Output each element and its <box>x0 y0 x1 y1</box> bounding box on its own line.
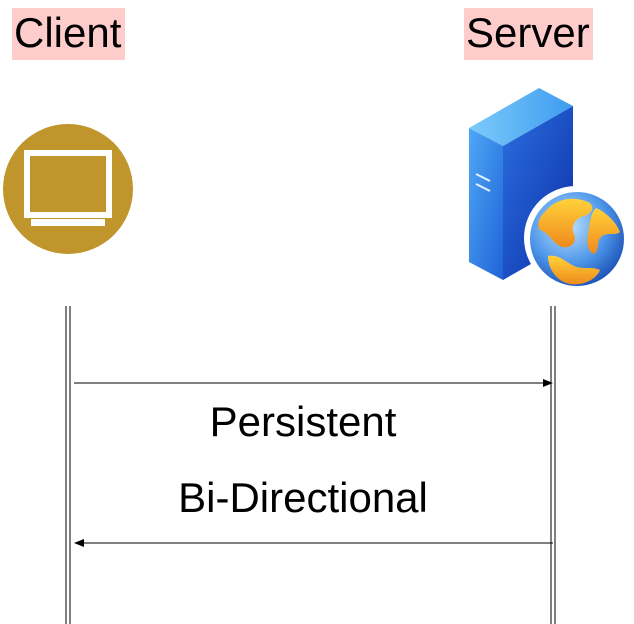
client-label-background <box>12 8 125 60</box>
server-globe-icon <box>469 88 628 290</box>
server-label-background <box>464 8 593 60</box>
monitor-icon <box>3 124 133 254</box>
server-label: Server <box>466 9 590 56</box>
connection-bidirectional-label: Bi-Directional <box>178 474 428 521</box>
client-lifeline <box>65 306 71 624</box>
client-label: Client <box>14 9 122 56</box>
connection-persistent-label: Persistent <box>209 398 397 445</box>
server-lifeline <box>550 306 556 624</box>
